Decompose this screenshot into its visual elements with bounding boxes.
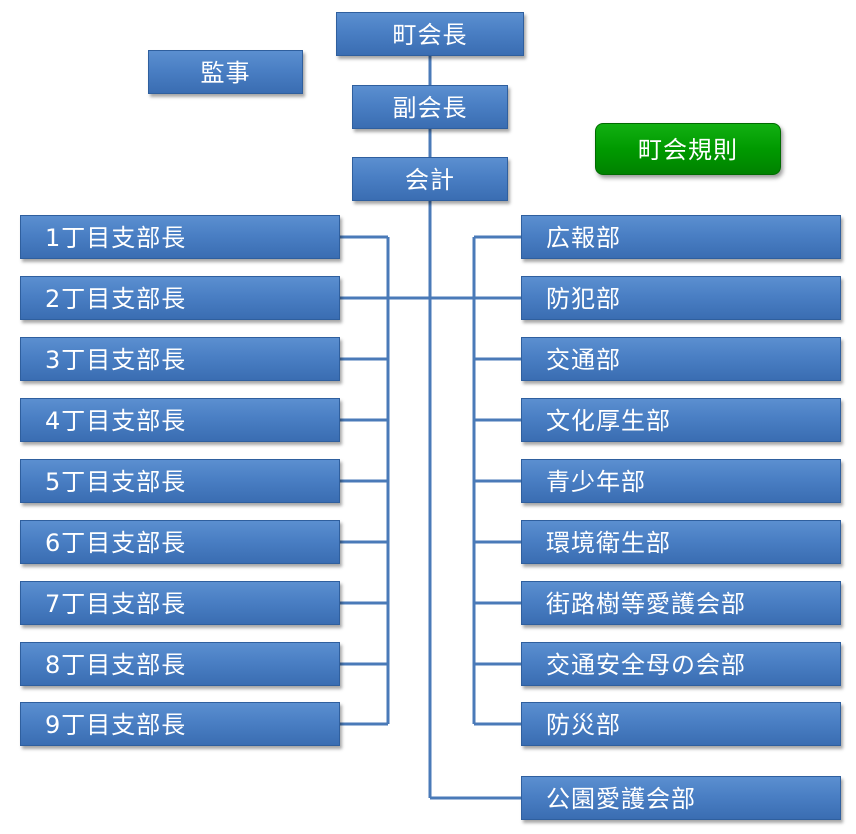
department-box[interactable]: 青少年部 bbox=[521, 459, 841, 503]
chairman-box[interactable]: 町会長 bbox=[336, 12, 524, 56]
branch-box[interactable]: 4丁目支部長 bbox=[20, 398, 340, 442]
department-box[interactable]: 防犯部 bbox=[521, 276, 841, 320]
branch-box[interactable]: 3丁目支部長 bbox=[20, 337, 340, 381]
auditor-box[interactable]: 監事 bbox=[148, 50, 303, 94]
department-box[interactable]: 環境衛生部 bbox=[521, 520, 841, 564]
branch-box[interactable]: 6丁目支部長 bbox=[20, 520, 340, 564]
rules-button[interactable]: 町会規則 bbox=[595, 123, 781, 175]
branch-box[interactable]: 5丁目支部長 bbox=[20, 459, 340, 503]
department-box[interactable]: 街路樹等愛護会部 bbox=[521, 581, 841, 625]
department-box[interactable]: 交通安全母の会部 bbox=[521, 642, 841, 686]
branch-box[interactable]: 1丁目支部長 bbox=[20, 215, 340, 259]
branch-box[interactable]: 7丁目支部長 bbox=[20, 581, 340, 625]
branch-box[interactable]: 2丁目支部長 bbox=[20, 276, 340, 320]
treasurer-box[interactable]: 会計 bbox=[352, 157, 508, 201]
vice-chairman-box[interactable]: 副会長 bbox=[352, 85, 508, 129]
branch-box[interactable]: 9丁目支部長 bbox=[20, 702, 340, 746]
department-box[interactable]: 広報部 bbox=[521, 215, 841, 259]
branch-box[interactable]: 8丁目支部長 bbox=[20, 642, 340, 686]
department-box[interactable]: 文化厚生部 bbox=[521, 398, 841, 442]
department-box[interactable]: 防災部 bbox=[521, 702, 841, 746]
park-department-box[interactable]: 公園愛護会部 bbox=[521, 776, 841, 820]
department-box[interactable]: 交通部 bbox=[521, 337, 841, 381]
